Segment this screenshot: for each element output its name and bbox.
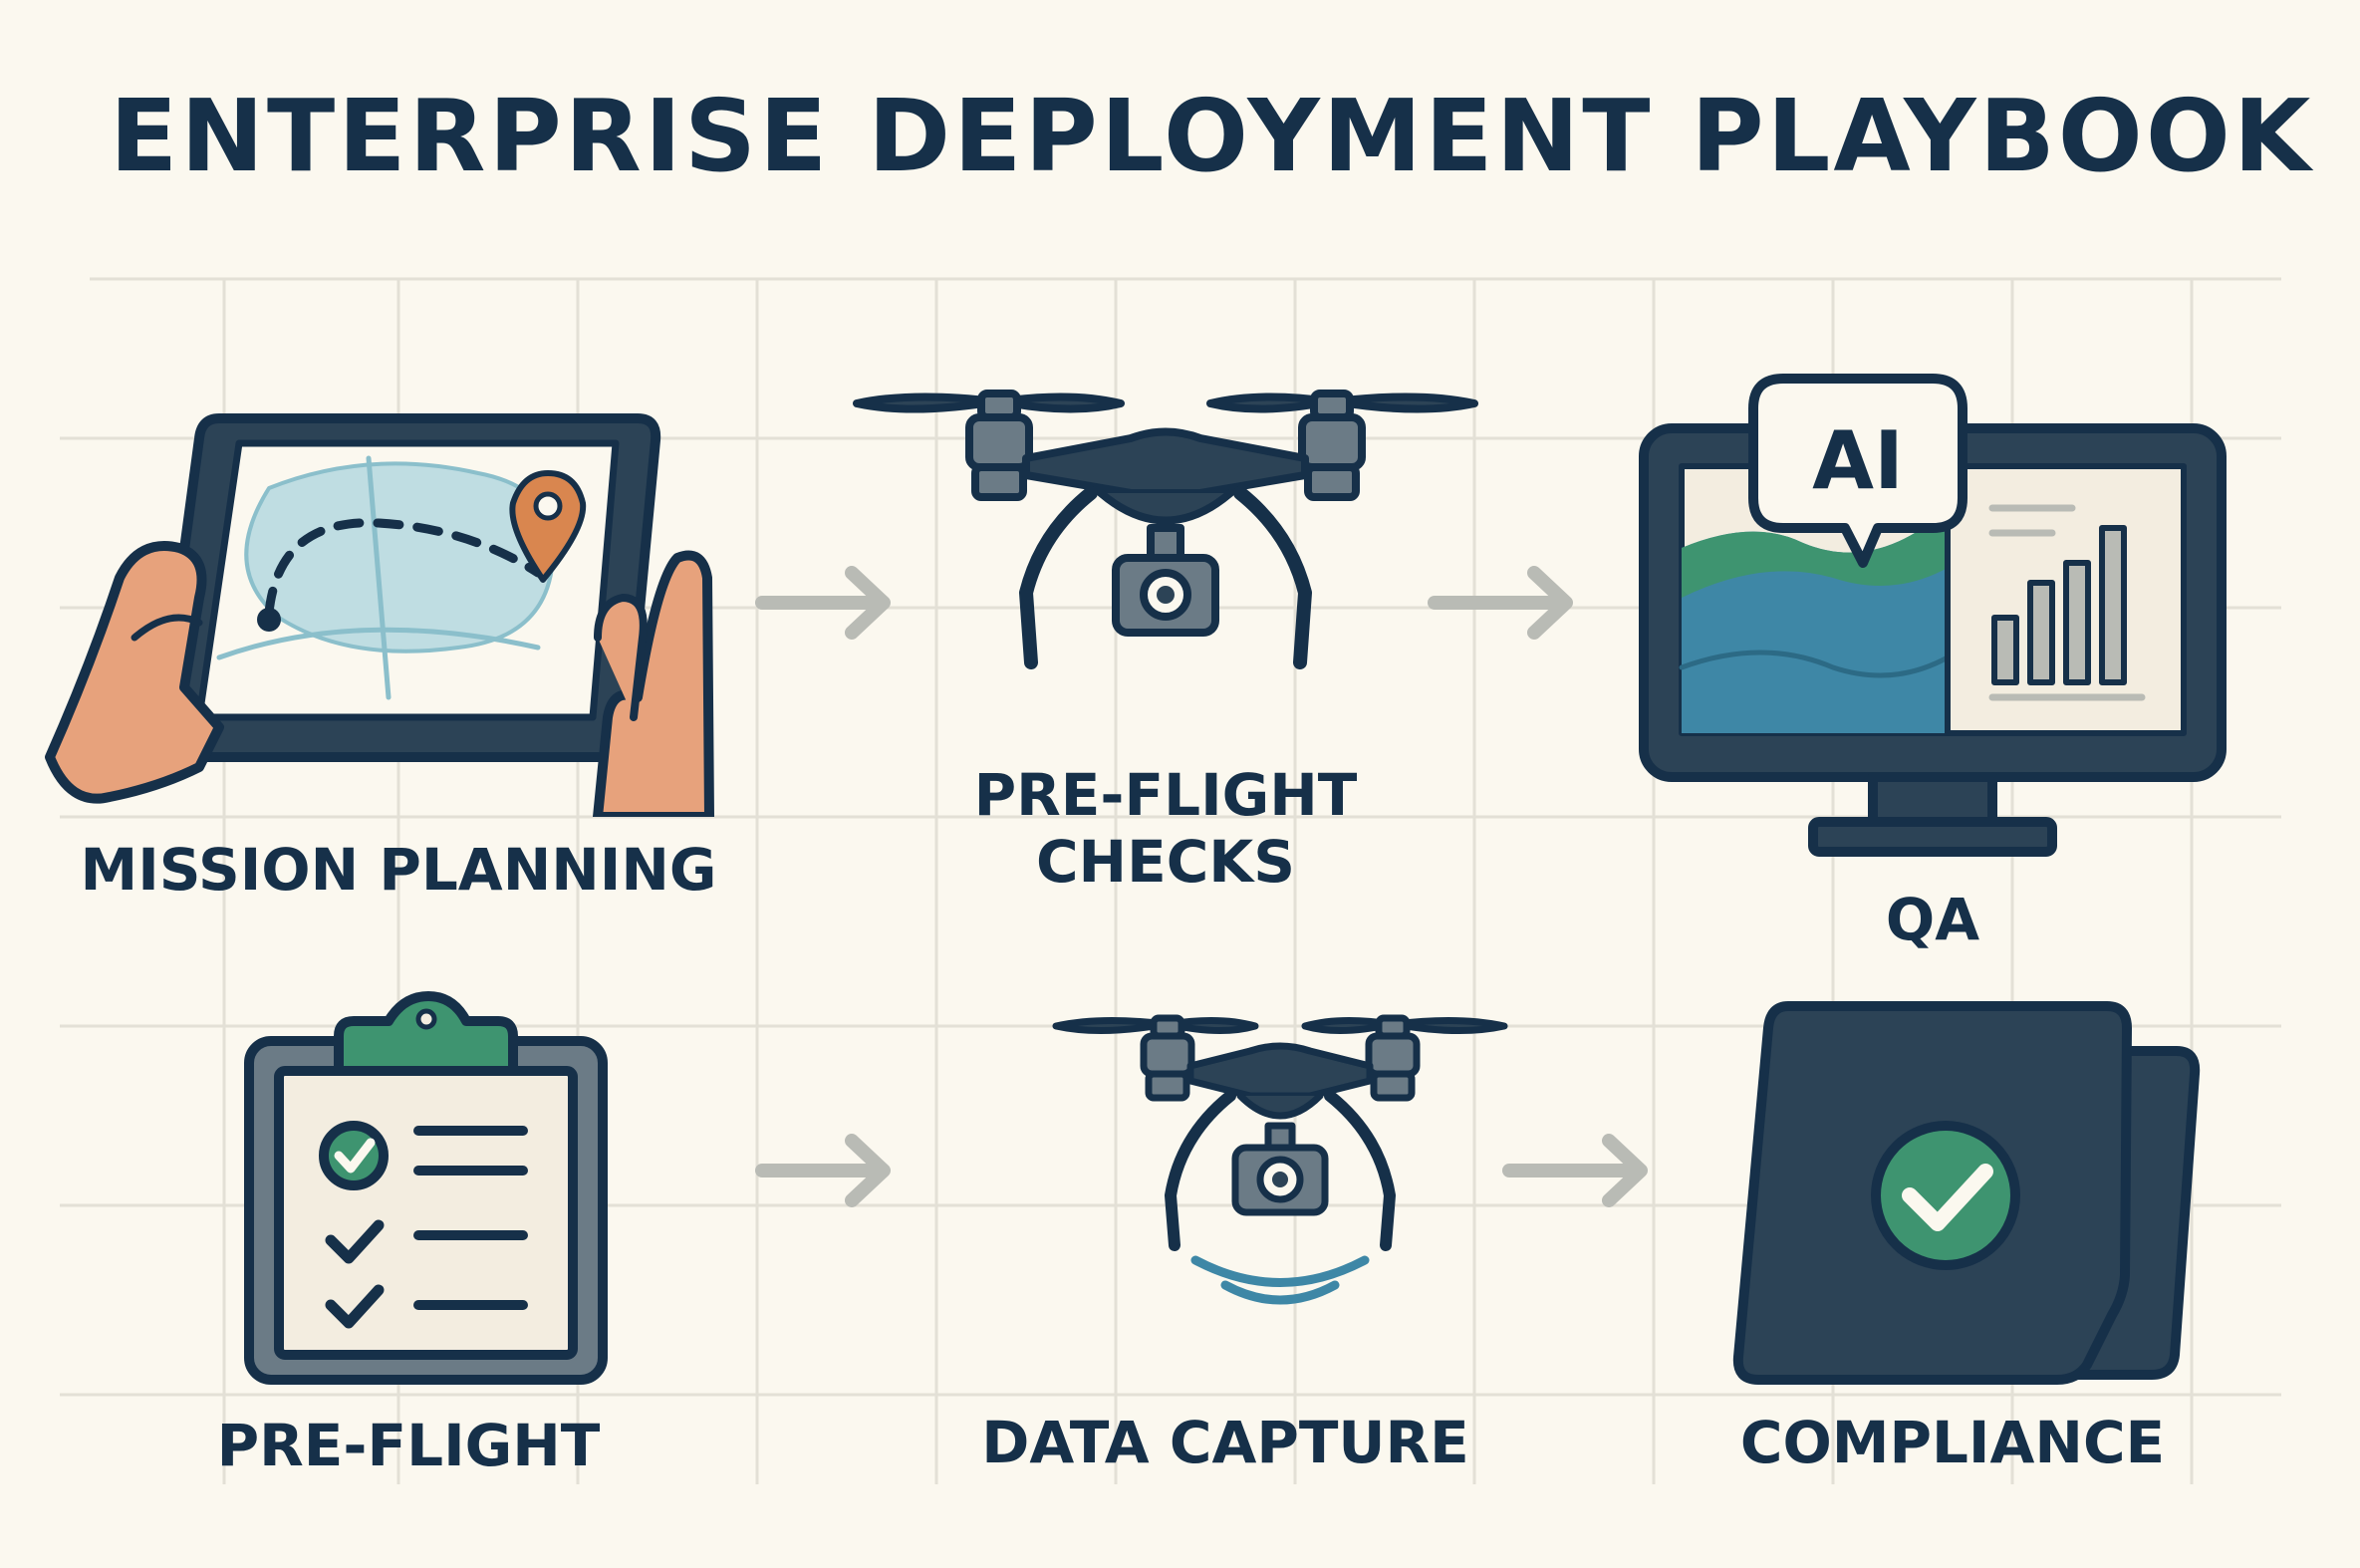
step-label-data-capture: DATA CAPTURE <box>981 1409 1469 1476</box>
step-label-line-1: PRE-FLIGHT <box>973 761 1358 829</box>
ai-badge-text: AI <box>1812 414 1904 507</box>
tablet-map-icon <box>45 413 714 817</box>
step-label-compliance: COMPLIANCE <box>1739 1409 2166 1476</box>
drone-icon <box>853 390 1478 669</box>
step-label-mission-planning: MISSION PLANNING <box>80 836 717 904</box>
flow-arrow-3 <box>755 1134 891 1207</box>
ai-monitor-icon: AI <box>1639 374 2227 857</box>
checklist-clipboard-icon <box>244 991 608 1385</box>
flow-arrow-4 <box>1502 1134 1648 1207</box>
step-label-pre-flight-checks: PRE-FLIGHT CHECKS <box>877 762 1454 895</box>
compliance-folder-icon <box>1732 1001 2201 1385</box>
flow-arrow-2 <box>1428 566 1573 640</box>
step-label-line-2: CHECKS <box>1035 827 1295 896</box>
step-label-pre-flight: PRE-FLIGHT <box>216 1412 601 1479</box>
drone-signal-icon <box>1052 1014 1508 1305</box>
page-title: ENTERPRISE DEPLOYMENT PLAYBOOK <box>110 78 2314 194</box>
step-label-qa: QA <box>1885 886 1980 953</box>
flow-arrow-1 <box>755 566 891 640</box>
